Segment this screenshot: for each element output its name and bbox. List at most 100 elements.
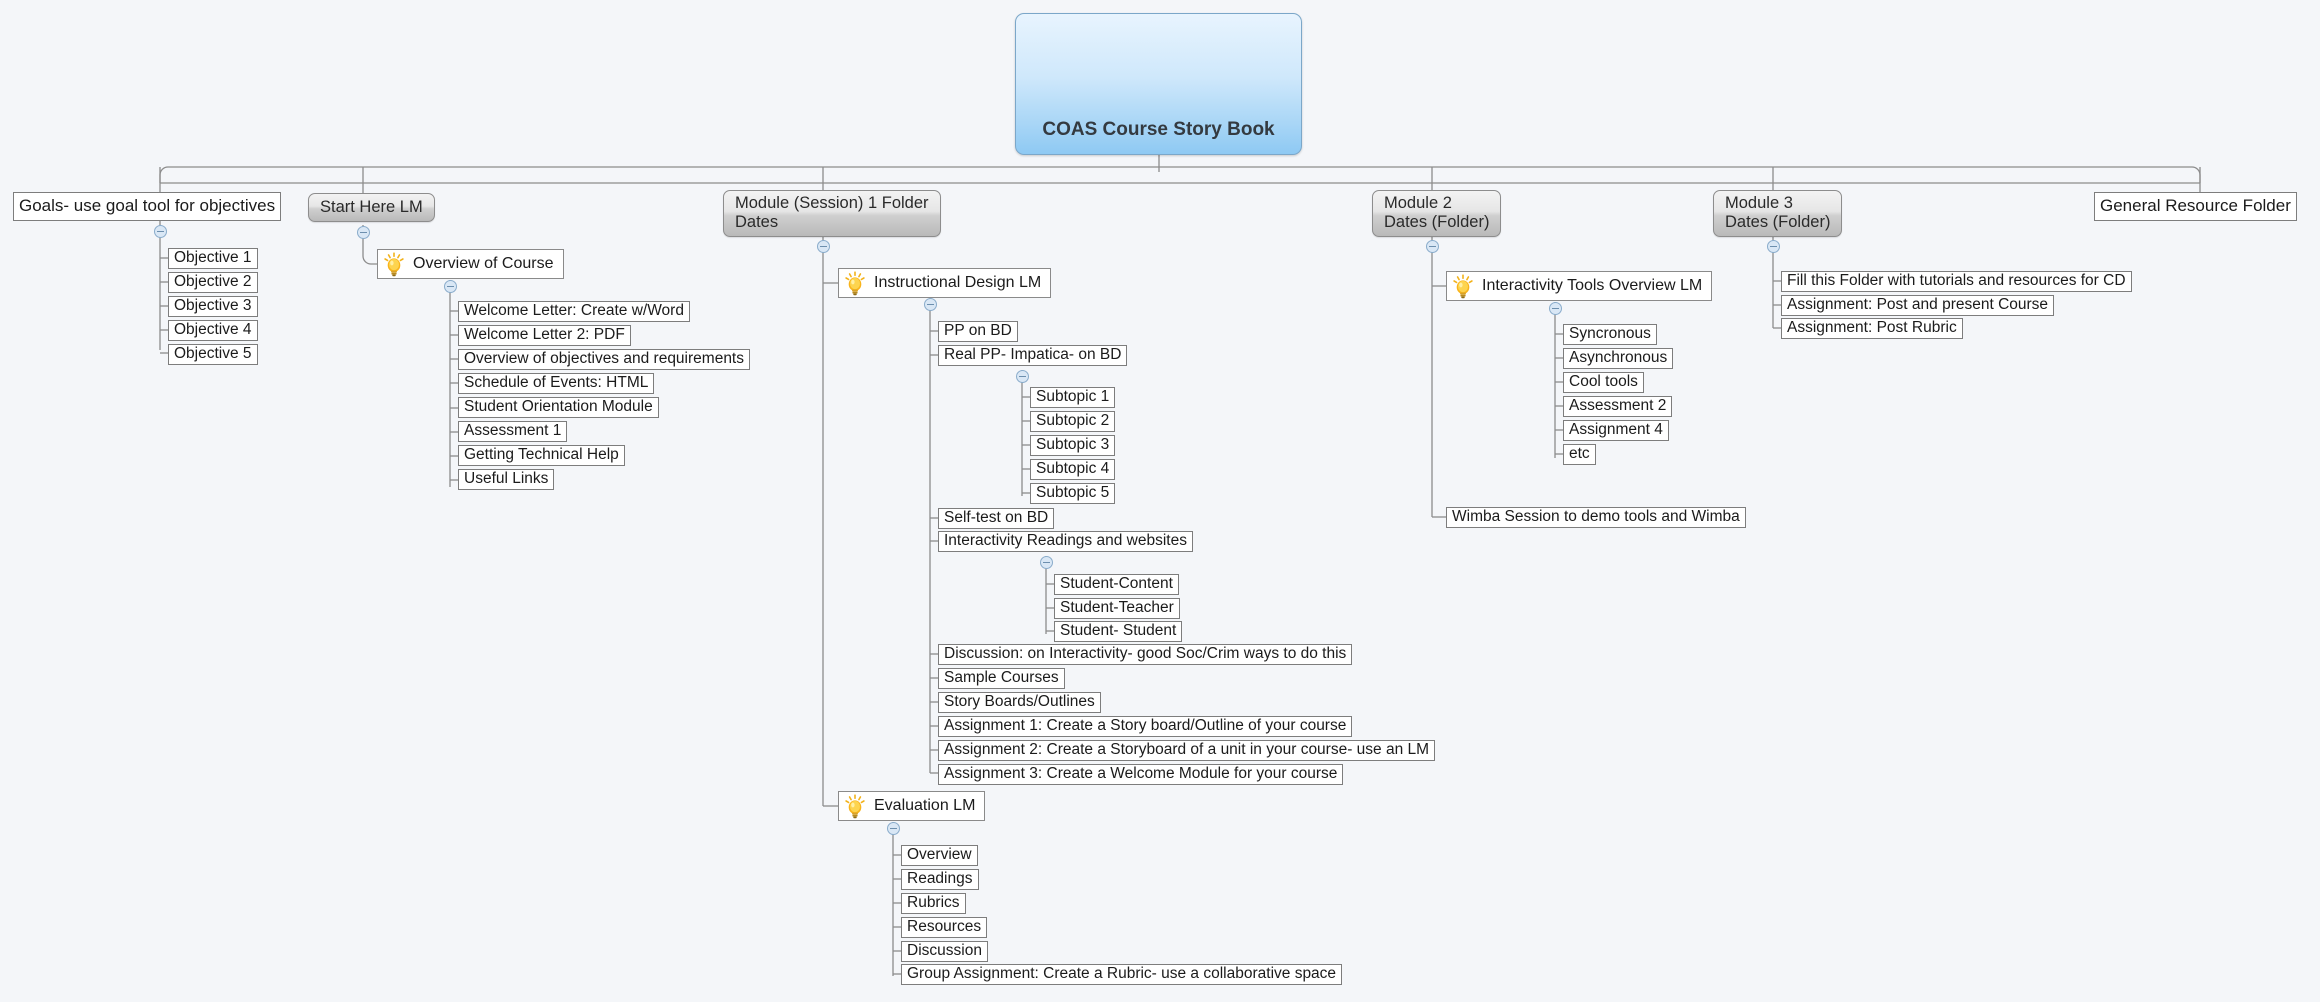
toggle-instructional-design-lm[interactable] [924, 298, 937, 311]
list-item-assessment-2[interactable]: Assessment 2 [1563, 396, 1673, 417]
list-item-label: Syncronous [1569, 325, 1651, 343]
list-item-assignment-post-present-course[interactable]: Assignment: Post and present Course [1781, 295, 2055, 316]
list-item-label: Discussion [907, 942, 982, 960]
list-item-eval-readings[interactable]: Readings [901, 869, 979, 890]
list-item-objective-2[interactable]: Objective 2 [168, 272, 258, 293]
list-item-label: Subtopic 2 [1036, 412, 1110, 430]
list-item-subtopic-4[interactable]: Subtopic 4 [1030, 459, 1116, 480]
toggle-module-1[interactable] [817, 240, 830, 253]
node-goals-label: Goals- use goal tool for objectives [19, 196, 276, 216]
list-item-subtopic-5[interactable]: Subtopic 5 [1030, 483, 1116, 504]
list-item-objective-5[interactable]: Objective 5 [168, 344, 258, 365]
node-interactivity-tools-overview-lm-label: Interactivity Tools Overview LM [1482, 276, 1703, 294]
list-item-etc[interactable]: etc [1563, 444, 1596, 465]
list-item-fill-folder-tutorials[interactable]: Fill this Folder with tutorials and reso… [1781, 271, 2132, 292]
toggle-overview-of-course[interactable] [444, 280, 457, 293]
list-item-getting-technical-help[interactable]: Getting Technical Help [458, 445, 625, 466]
list-item-label: Wimba Session to demo tools and Wimba [1452, 508, 1740, 526]
list-item-overview-objectives[interactable]: Overview of objectives and requirements [458, 349, 750, 370]
list-item-label: Objective 5 [174, 345, 252, 363]
list-item-objective-4[interactable]: Objective 4 [168, 320, 258, 341]
list-item-eval-resources[interactable]: Resources [901, 917, 988, 938]
lightbulb-icon [845, 793, 865, 818]
list-item-interactivity-readings[interactable]: Interactivity Readings and websites [938, 531, 1193, 552]
list-item-group-assignment-rubric[interactable]: Group Assignment: Create a Rubric- use a… [901, 964, 1343, 985]
list-item-label: Welcome Letter: Create w/Word [464, 302, 684, 320]
toggle-interactivity-tools-overview-lm[interactable] [1549, 302, 1562, 315]
toggle-evaluation-lm[interactable] [887, 822, 900, 835]
list-item-eval-discussion[interactable]: Discussion [901, 941, 988, 962]
list-item-label: Fill this Folder with tutorials and reso… [1787, 272, 2126, 290]
list-item-subtopic-2[interactable]: Subtopic 2 [1030, 411, 1116, 432]
list-item-useful-links[interactable]: Useful Links [458, 469, 555, 490]
list-item-subtopic-1[interactable]: Subtopic 1 [1030, 387, 1116, 408]
list-item-welcome-letter-pdf[interactable]: Welcome Letter 2: PDF [458, 325, 631, 346]
toggle-real-pp-impatica[interactable] [1016, 370, 1029, 383]
node-evaluation-lm-label: Evaluation LM [874, 796, 976, 814]
toggle-goals[interactable] [154, 225, 167, 238]
toggle-module-3[interactable] [1767, 240, 1780, 253]
toggle-interactivity-readings[interactable] [1040, 556, 1053, 569]
node-instructional-design-lm[interactable]: Instructional Design LM [838, 268, 1052, 298]
node-general-resource-folder[interactable]: General Resource Folder [2094, 192, 2297, 221]
list-item-assessment-1[interactable]: Assessment 1 [458, 421, 568, 442]
list-item-label: Student-Content [1060, 575, 1173, 593]
list-item-label: Readings [907, 870, 973, 888]
node-start-here-lm[interactable]: Start Here LM [308, 193, 435, 222]
list-item-label: Welcome Letter 2: PDF [464, 326, 625, 344]
toggle-module-2[interactable] [1426, 240, 1439, 253]
list-item-objective-1[interactable]: Objective 1 [168, 248, 258, 269]
node-goals[interactable]: Goals- use goal tool for objectives [13, 192, 282, 221]
list-item-label: Rubrics [907, 894, 960, 912]
list-item-label: Assignment 2: Create a Storyboard of a u… [944, 741, 1430, 759]
node-start-here-lm-label: Start Here LM [320, 197, 423, 216]
list-item-student-student[interactable]: Student- Student [1054, 621, 1183, 642]
list-item-label: Overview of objectives and requirements [464, 350, 744, 368]
list-item-syncronous[interactable]: Syncronous [1563, 324, 1657, 345]
list-item-assignment-2[interactable]: Assignment 2: Create a Storyboard of a u… [938, 740, 1436, 761]
list-item-label: Sample Courses [944, 669, 1059, 687]
node-evaluation-lm[interactable]: Evaluation LM [838, 791, 986, 821]
list-item-label: Assignment: Post Rubric [1787, 319, 1957, 337]
list-item-label: Resources [907, 918, 982, 936]
list-item-real-pp-impatica[interactable]: Real PP- Impatica- on BD [938, 345, 1128, 366]
list-item-label: Assignment 3: Create a Welcome Module fo… [944, 765, 1338, 783]
list-item-wimba-session[interactable]: Wimba Session to demo tools and Wimba [1446, 507, 1746, 528]
list-item-label: Assessment 2 [1569, 397, 1667, 415]
list-item-label: Subtopic 1 [1036, 388, 1110, 406]
list-item-subtopic-3[interactable]: Subtopic 3 [1030, 435, 1116, 456]
list-item-cool-tools[interactable]: Cool tools [1563, 372, 1644, 393]
list-item-asynchronous[interactable]: Asynchronous [1563, 348, 1674, 369]
node-overview-of-course[interactable]: Overview of Course [377, 249, 564, 279]
node-module-1-line2: Dates [735, 213, 779, 231]
list-item-assignment-post-rubric[interactable]: Assignment: Post Rubric [1781, 318, 1963, 339]
lightbulb-icon [1453, 273, 1473, 298]
list-item-eval-overview[interactable]: Overview [901, 845, 978, 866]
list-item-self-test-on-bd[interactable]: Self-test on BD [938, 508, 1055, 529]
list-item-assignment-3[interactable]: Assignment 3: Create a Welcome Module fo… [938, 764, 1344, 785]
list-item-label: Assignment 4 [1569, 421, 1663, 439]
list-item-story-boards-outlines[interactable]: Story Boards/Outlines [938, 692, 1101, 713]
list-item-student-orientation[interactable]: Student Orientation Module [458, 397, 659, 418]
toggle-start-here-lm[interactable] [357, 226, 370, 239]
list-item-schedule-of-events[interactable]: Schedule of Events: HTML [458, 373, 655, 394]
root-node[interactable]: COAS Course Story Book [1015, 13, 1302, 155]
list-item-welcome-letter-word[interactable]: Welcome Letter: Create w/Word [458, 301, 690, 322]
node-module-2-folder[interactable]: Module 2 Dates (Folder) [1372, 190, 1502, 237]
list-item-objective-3[interactable]: Objective 3 [168, 296, 258, 317]
list-item-label: Story Boards/Outlines [944, 693, 1095, 711]
list-item-sample-courses[interactable]: Sample Courses [938, 668, 1065, 689]
list-item-eval-rubrics[interactable]: Rubrics [901, 893, 966, 914]
list-item-student-teacher[interactable]: Student-Teacher [1054, 598, 1180, 619]
list-item-assignment-1[interactable]: Assignment 1: Create a Story board/Outli… [938, 716, 1353, 737]
list-item-assignment-4[interactable]: Assignment 4 [1563, 420, 1669, 441]
list-item-label: Overview [907, 846, 972, 864]
node-module-3-line2: Dates (Folder) [1725, 213, 1831, 231]
list-item-discussion-interactivity[interactable]: Discussion: on Interactivity- good Soc/C… [938, 644, 1353, 665]
node-interactivity-tools-overview-lm[interactable]: Interactivity Tools Overview LM [1446, 271, 1713, 301]
node-module-3-folder[interactable]: Module 3 Dates (Folder) [1713, 190, 1843, 237]
list-item-pp-on-bd[interactable]: PP on BD [938, 321, 1018, 342]
list-item-student-content[interactable]: Student-Content [1054, 574, 1179, 595]
node-module-1-folder[interactable]: Module (Session) 1 Folder Dates [723, 190, 941, 237]
list-item-label: PP on BD [944, 322, 1012, 340]
